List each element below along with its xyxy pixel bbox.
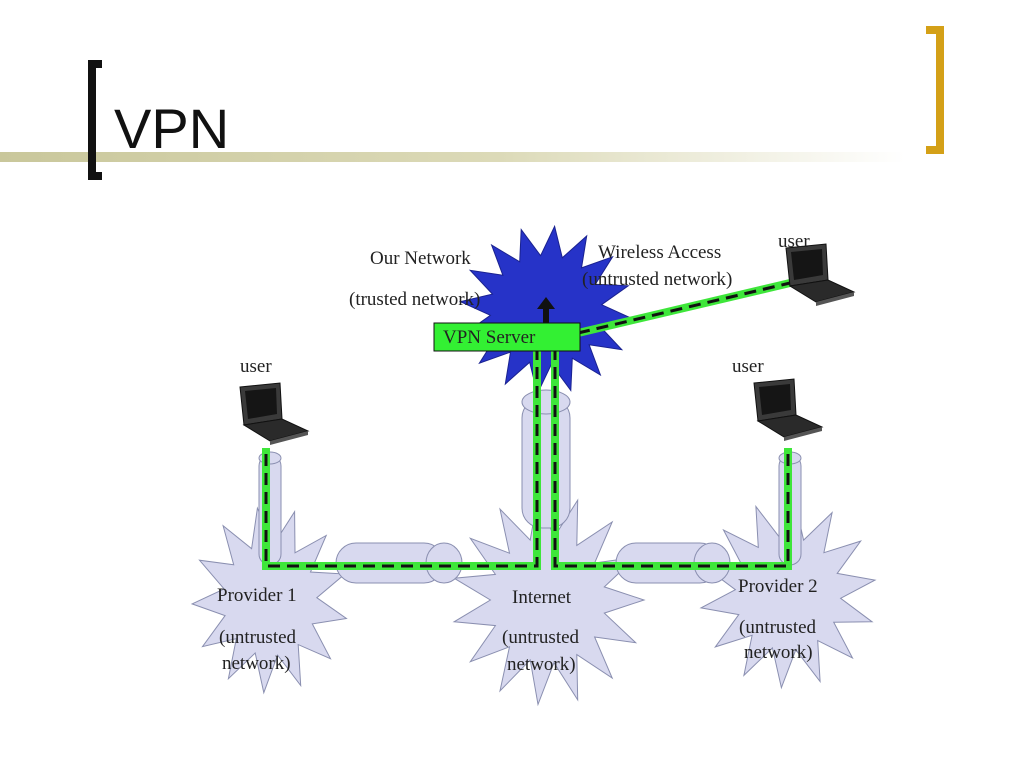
- right-bracket-decoration: [926, 26, 944, 154]
- laptop-icon: [239, 382, 310, 445]
- user-label-right: user: [732, 356, 764, 377]
- our-network-label: Our Network: [370, 248, 471, 269]
- provider1-cloud: [190, 506, 348, 695]
- up-arrow-icon: [537, 297, 555, 326]
- title-underline-bar: [0, 152, 905, 162]
- our-network-note: (trusted network): [349, 289, 480, 310]
- laptop-icon: [785, 243, 856, 306]
- internet-note-line1: (untrusted: [502, 627, 580, 648]
- provider1-label: Provider 1: [217, 585, 297, 606]
- provider2-label: Provider 2: [738, 576, 818, 597]
- provider2-note-line2: network): [744, 642, 813, 663]
- user-label-wireless: user: [778, 231, 810, 252]
- vpn-server-box: [433, 322, 581, 352]
- laptop-icon: [753, 378, 824, 441]
- provider1-note-line1: (untrusted: [219, 627, 297, 648]
- provider1-note-line2: network): [222, 653, 291, 674]
- page-title: VPN: [114, 97, 230, 160]
- tube-internet-ournetwork: [521, 389, 571, 529]
- internet-note-line2: network): [507, 654, 576, 675]
- internet-label: Internet: [512, 587, 572, 608]
- provider2-note-line1: (untrusted: [739, 617, 817, 638]
- wireless-access-label: Wireless Access: [598, 242, 721, 263]
- vpn-tunnel-left: [262, 348, 541, 570]
- internet-cloud: [452, 493, 646, 707]
- user-label-left: user: [240, 356, 272, 377]
- vpn-tunnel-right: [551, 348, 792, 570]
- wireless-access-note: (untrusted network): [582, 269, 732, 290]
- wireless-tunnel: [577, 279, 791, 337]
- left-bracket-decoration: [88, 60, 102, 180]
- vpn-server-label: VPN Server: [443, 327, 536, 348]
